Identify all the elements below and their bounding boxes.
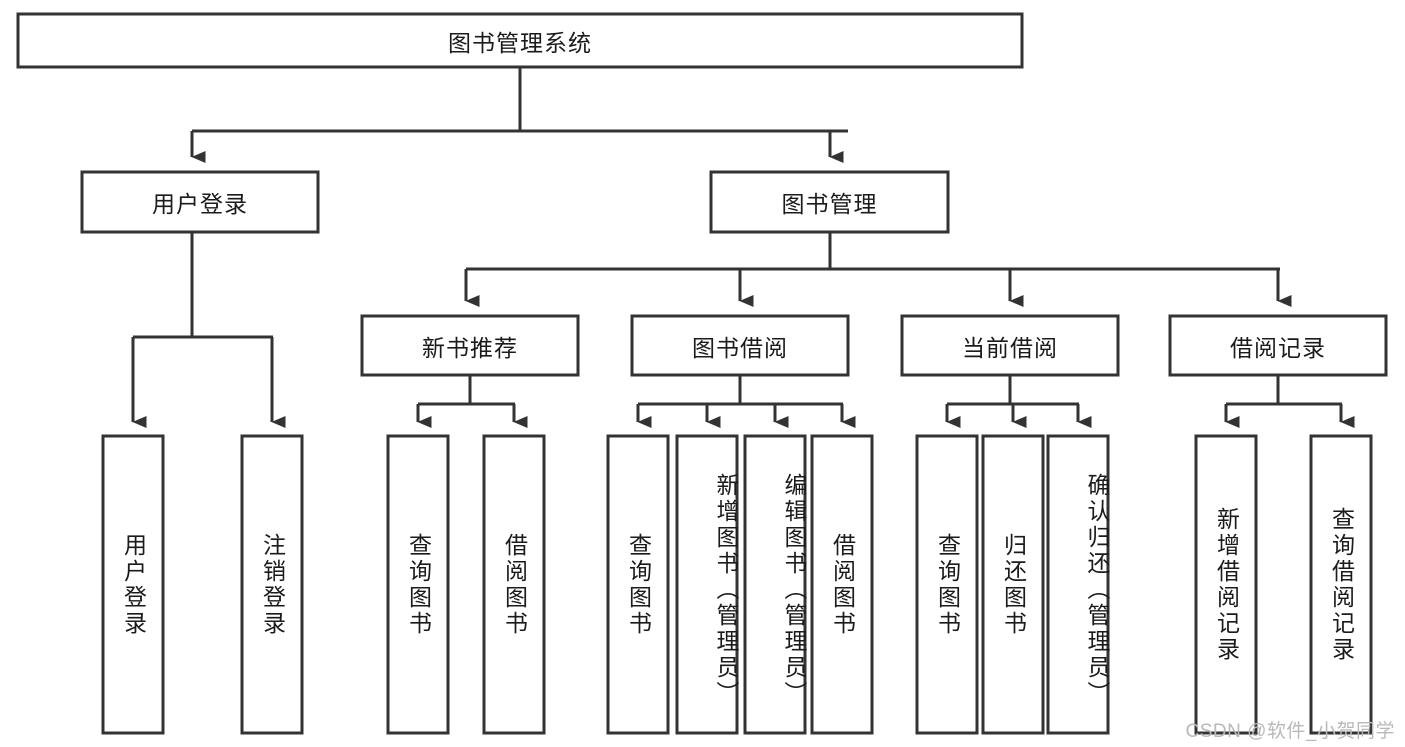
- node-box-root: [16, 12, 1024, 69]
- leaf-box-new-book-0: [386, 434, 450, 735]
- watermark-text: CSDN @软件_小贺同学: [1185, 721, 1395, 742]
- leaf-box-current-borrow-0: [915, 434, 979, 735]
- connector-borrowrecord-to-leaves: [1224, 375, 1355, 428]
- leaf-box-book-borrow-0: [606, 434, 670, 735]
- connector-newbook-to-leaves: [416, 375, 528, 428]
- node-box-borrow-record: [1168, 314, 1388, 377]
- leaf-box-user-login-0: [101, 434, 165, 735]
- node-box-current-borrow: [900, 314, 1120, 377]
- leaf-box-book-borrow-3: [810, 434, 874, 735]
- leaf-box-new-book-1: [482, 434, 546, 735]
- leaf-box-user-login-1: [240, 434, 304, 735]
- leaf-box-current-borrow-2: [1046, 434, 1110, 735]
- node-box-new-book-recommend: [360, 314, 580, 377]
- connector-booking-to-level3: [464, 232, 1292, 307]
- connector-bookborrow-to-leaves: [636, 375, 856, 428]
- leaf-box-borrow-record-1: [1309, 434, 1373, 735]
- leaf-box-book-borrow-2: [743, 434, 807, 735]
- leaf-box-book-borrow-1: [675, 434, 739, 735]
- leaf-box-current-borrow-1: [981, 434, 1045, 735]
- node-box-book-borrow: [630, 314, 850, 377]
- leaf-box-borrow-record-0: [1194, 434, 1258, 735]
- connector-currentborrow-to-leaves: [945, 375, 1092, 428]
- connector-userlogin-to-leaves: [131, 232, 286, 428]
- connector-root-to-level2: [190, 67, 848, 163]
- node-box-user-login: [80, 170, 320, 234]
- node-box-book-management: [709, 170, 950, 234]
